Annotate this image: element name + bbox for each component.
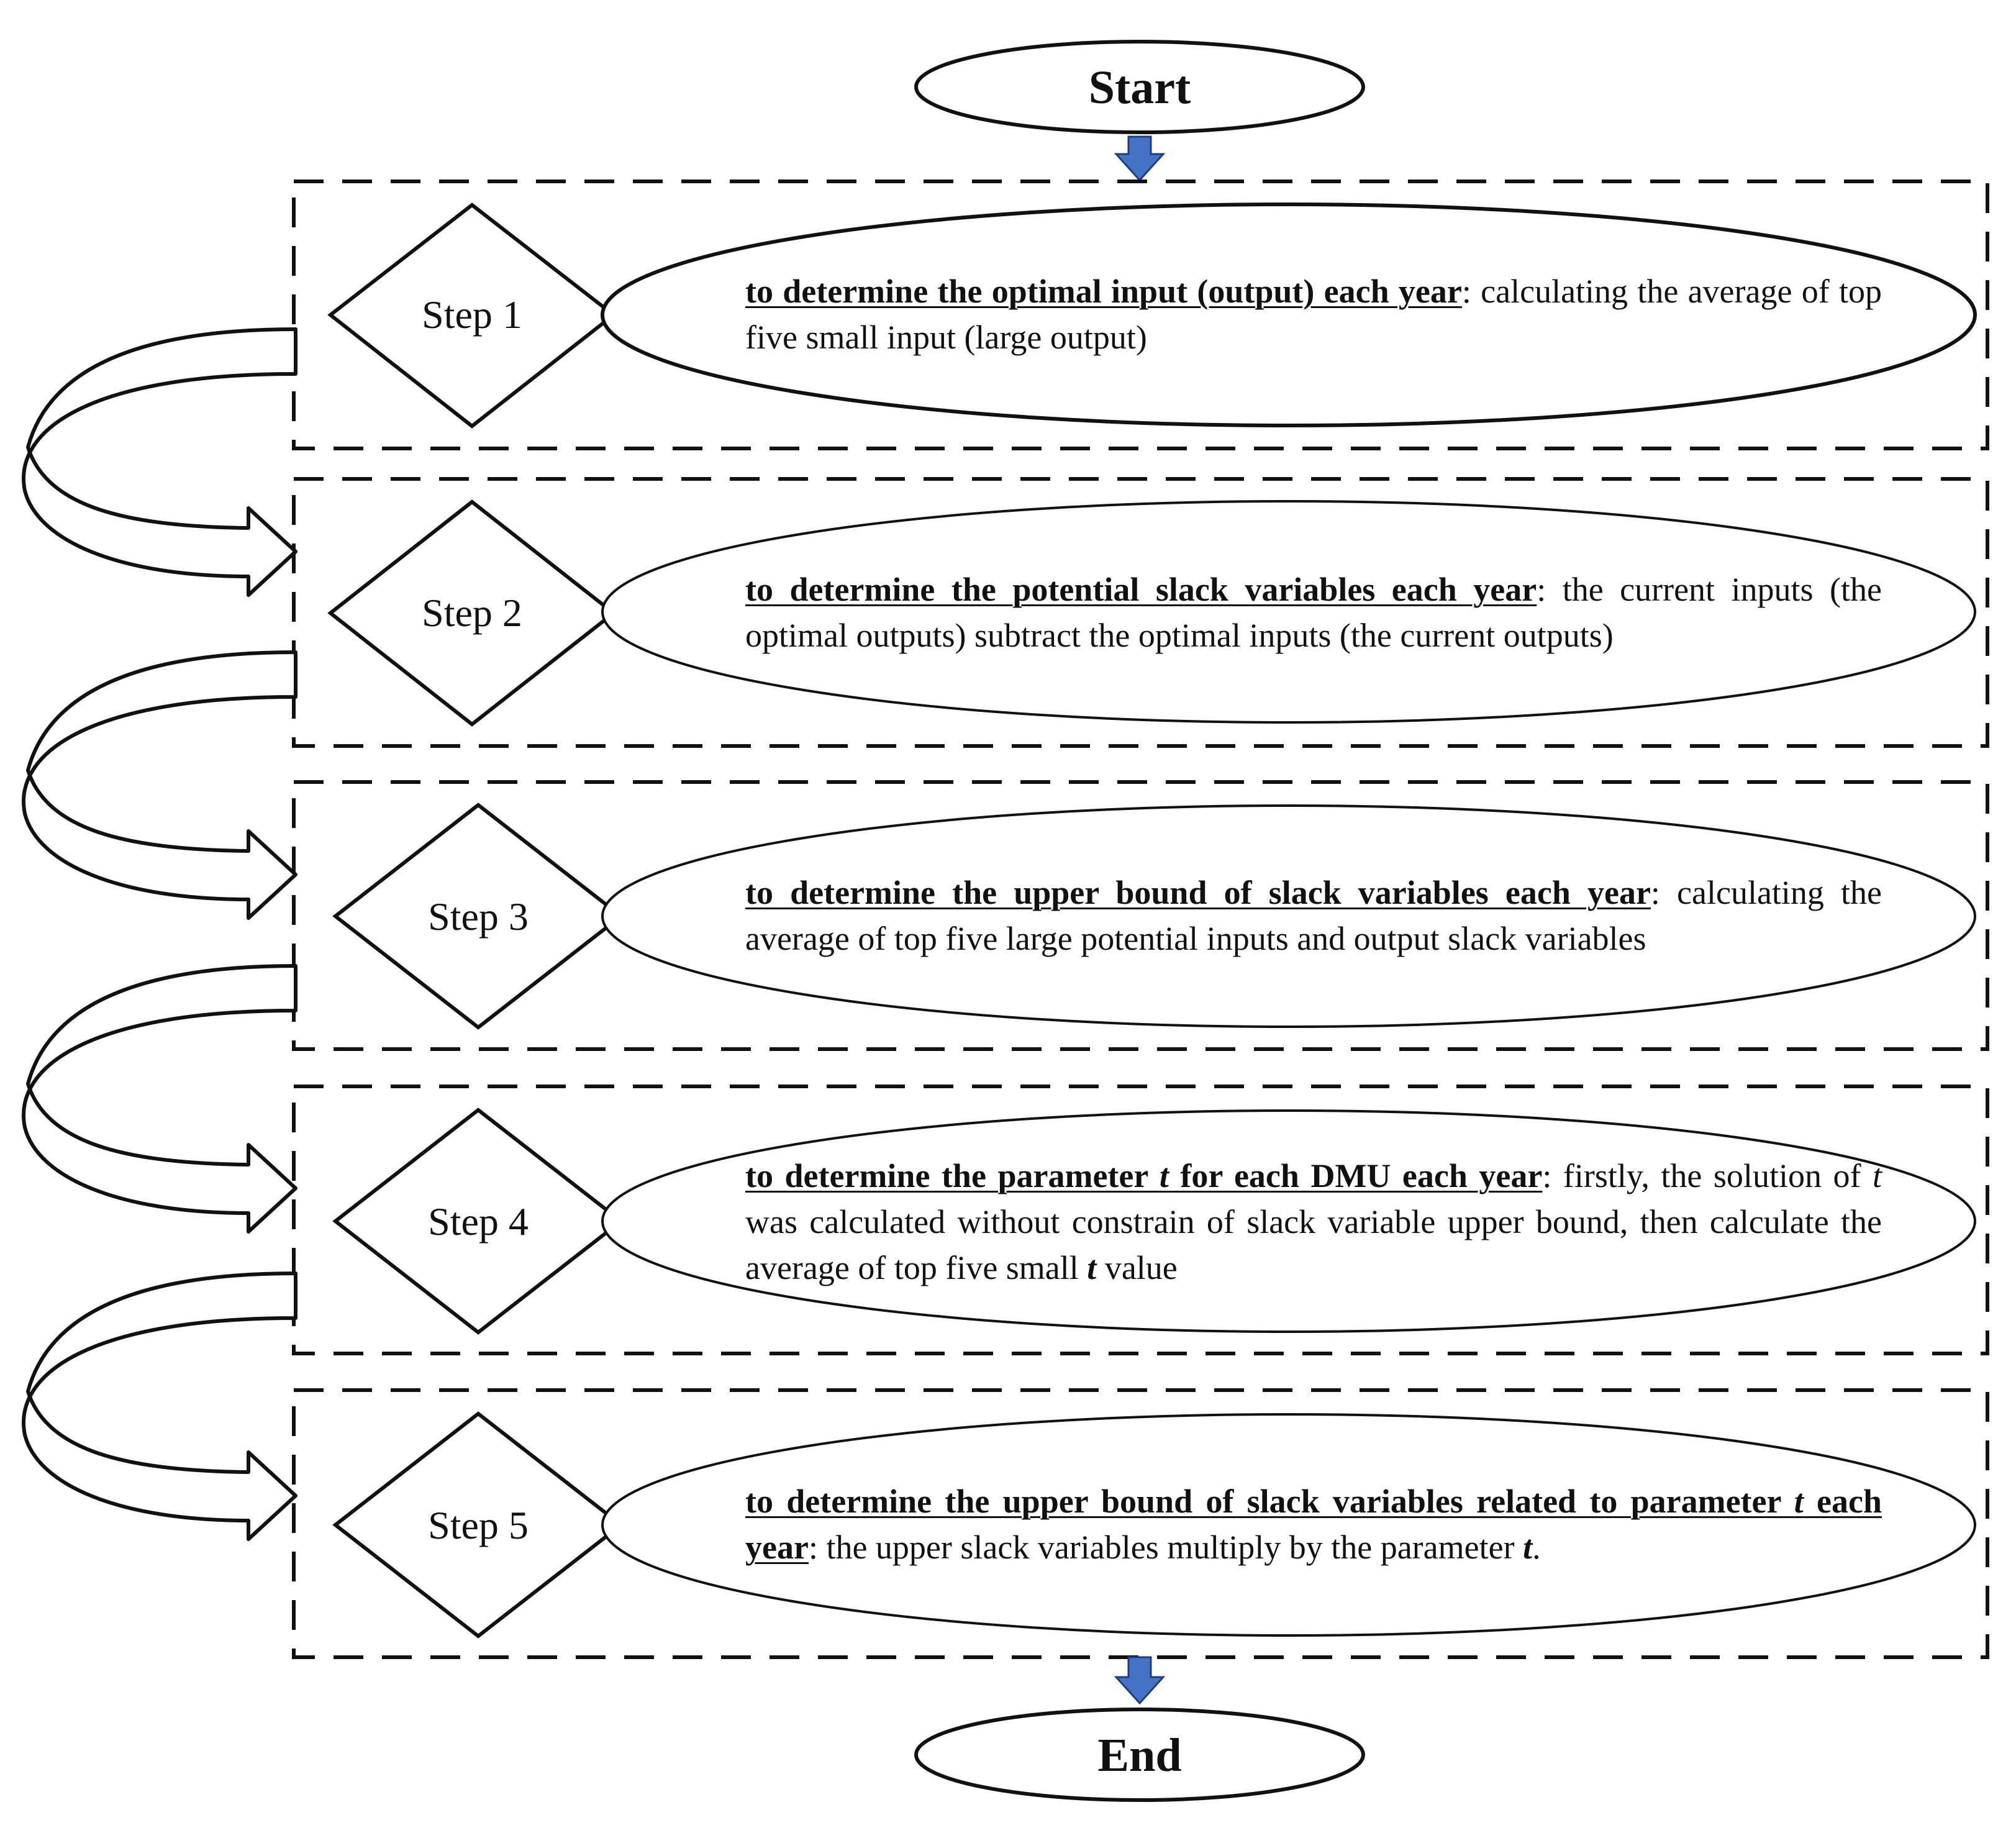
step-3-description: to determine the upper bound of slack va… <box>745 870 1882 962</box>
curved-arrow-icon <box>22 964 297 1234</box>
down-arrow-icon <box>1114 135 1166 182</box>
step-1-text: : calculating the average of top five sm… <box>745 273 1882 356</box>
step-2-ellipse <box>601 500 1976 724</box>
end-ellipse <box>914 1708 1365 1802</box>
step-1-ellipse <box>601 202 1977 427</box>
step-5-description: to determine the upper bound of slack va… <box>745 1478 1882 1570</box>
step-5-heading-pre: to determine the upper bound of slack va… <box>745 1483 1794 1520</box>
step-4-text-param: t <box>1873 1157 1882 1194</box>
curved-arrow-icon <box>22 1271 297 1541</box>
step-5-text-2: . <box>1532 1529 1541 1566</box>
step-4-text-2: was calculated without constrain of slac… <box>745 1203 1882 1286</box>
step-5-heading: to determine the upper bound of slack va… <box>745 1483 1882 1566</box>
start-label: Start <box>1089 61 1191 114</box>
step-4-dashed-frame <box>292 1085 1989 1355</box>
end-label: End <box>1097 1729 1181 1781</box>
step-4-ellipse <box>601 1109 1976 1333</box>
step-1-dashed-frame <box>292 180 1989 450</box>
curved-arrow-4-to-5 <box>22 1271 297 1541</box>
step-4-text-param-2: t <box>1087 1249 1097 1286</box>
step-5-dashed-frame <box>292 1388 1989 1659</box>
step-3-label: Step 3 <box>428 894 529 939</box>
step-5-text-1: : the upper slack variables multiply by … <box>808 1529 1523 1566</box>
step-box-1: Step 1 <box>292 180 1989 450</box>
step-3-ellipse <box>601 804 1976 1028</box>
step-2-diamond <box>327 499 617 727</box>
curved-arrow-icon <box>22 327 297 597</box>
step-5-heading-param: t <box>1794 1483 1804 1520</box>
step-5-heading-post: each year <box>745 1483 1882 1566</box>
step-1-description: to determine the optimal input (output) … <box>745 268 1882 360</box>
step-4-heading: to determine the parameter t for each DM… <box>745 1157 1542 1194</box>
step-box-2: Step 2 <box>292 477 1989 748</box>
curved-arrow-2-to-3 <box>22 650 297 920</box>
step-3-heading: to determine the upper bound of slack va… <box>745 874 1651 911</box>
step-4-heading-param: t <box>1159 1157 1169 1194</box>
curved-arrow-3-to-4 <box>22 964 297 1234</box>
curved-arrow-icon <box>22 650 297 920</box>
down-arrow-icon <box>1114 1656 1166 1705</box>
step-4-diamond <box>332 1108 624 1335</box>
start-ellipse <box>914 40 1365 134</box>
step-1-diamond <box>327 202 617 429</box>
step-2-text: : the current inputs (the optimal output… <box>745 571 1882 654</box>
step-5-ellipse <box>601 1413 1976 1637</box>
step-1-label: Step 1 <box>422 293 522 337</box>
curved-arrow-1-to-2 <box>22 327 297 597</box>
step-5-label: Step 5 <box>428 1503 529 1547</box>
start-terminal: Start <box>914 40 1365 134</box>
step-4-label: Step 4 <box>428 1199 529 1244</box>
step-box-4: Step 4 <box>292 1085 1989 1355</box>
step-box-3: Step 3 <box>292 780 1989 1051</box>
step-2-heading: to determine the potential slack variabl… <box>745 571 1537 608</box>
step-5-diamond <box>332 1411 624 1639</box>
step-5-text-param: t <box>1523 1529 1533 1566</box>
step-2-label: Step 2 <box>422 591 522 635</box>
step-4-text-3: value <box>1096 1249 1178 1286</box>
step-1-heading: to determine the optimal input (output) … <box>745 273 1462 310</box>
step-4-text-1: : firstly, the solution of <box>1542 1157 1873 1194</box>
step-3-dashed-frame <box>292 780 1989 1051</box>
end-terminal: End <box>914 1708 1365 1802</box>
step-4-heading-pre: to determine the parameter <box>745 1157 1160 1194</box>
step-3-text: : calculating the average of top five la… <box>745 874 1882 957</box>
step-2-dashed-frame <box>292 477 1989 748</box>
step-4-heading-post: for each DMU each year <box>1168 1157 1543 1194</box>
step-3-diamond <box>332 803 624 1030</box>
step-2-description: to determine the potential slack variabl… <box>745 566 1882 658</box>
step-4-description: to determine the parameter t for each DM… <box>745 1153 1882 1291</box>
step-box-5: Step 5 <box>292 1388 1989 1659</box>
